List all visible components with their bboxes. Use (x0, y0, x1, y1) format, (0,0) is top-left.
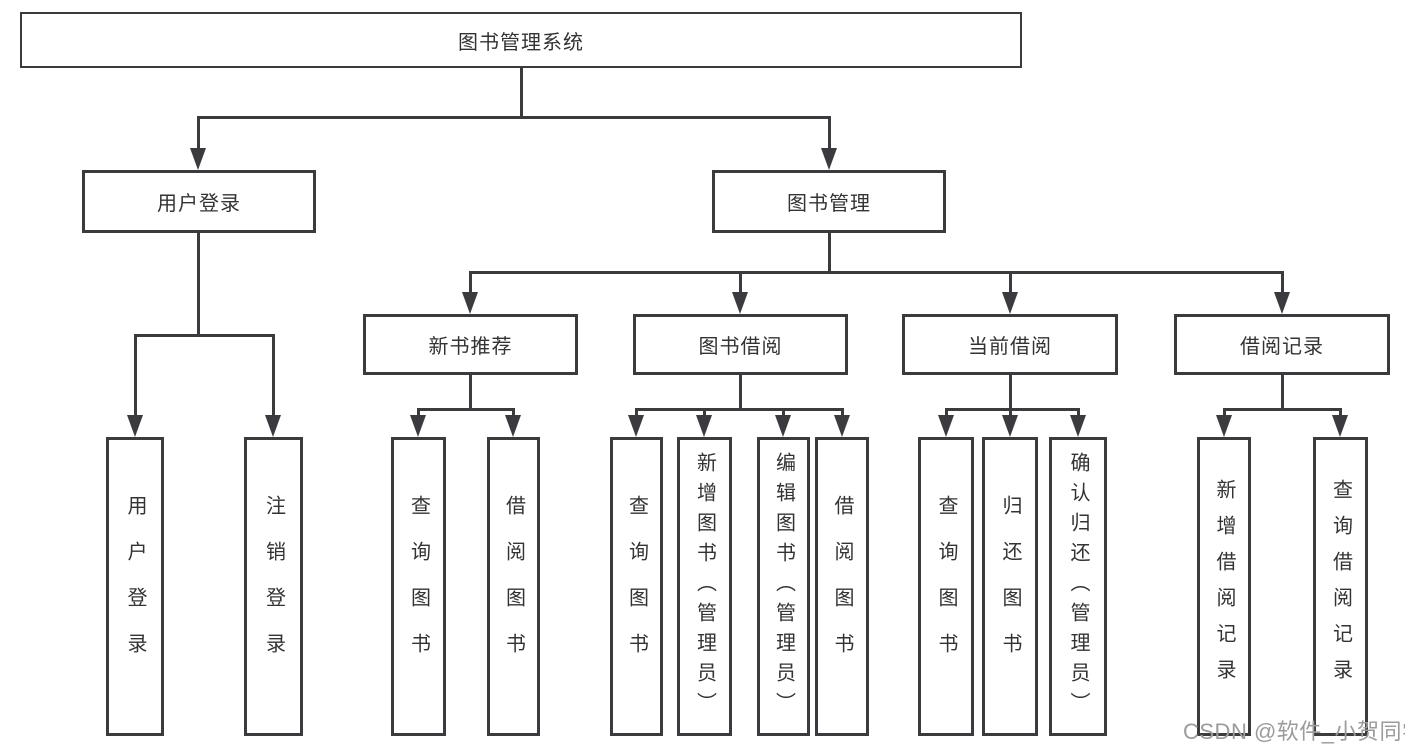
node-new-book: 新书推荐 (363, 314, 578, 375)
leaf-current-confirm-return-admin: 确认归还（管理员） (1049, 437, 1107, 736)
edge-to-user-login-1 (134, 334, 137, 422)
arrowhead-user-login-1 (127, 415, 143, 437)
node-label: 借阅图书 (831, 494, 853, 679)
edge-borrow-record-stem (1281, 375, 1284, 411)
edge-book-borrow-crossbar (635, 408, 844, 411)
csdn-watermark: CSDN @软件_小贺同学 (1183, 719, 1405, 744)
arrowhead-book-borrow (732, 292, 748, 314)
node-label: 编辑图书（管理员） (772, 451, 795, 722)
node-book-mgmt: 图书管理 (712, 170, 946, 233)
node-label: 查询图书 (407, 494, 430, 679)
edge-new-book-stem (469, 375, 472, 411)
edge-user-login-stem (197, 233, 200, 337)
edge-to-book-borrow (739, 271, 742, 297)
arrowhead-book-borrow-2 (696, 415, 712, 437)
edge-user-login-crossbar (134, 334, 275, 337)
edge-new-book-crossbar (417, 408, 515, 411)
node-user-login: 用户登录 (82, 170, 316, 233)
leaf-logout: 注销登录 (244, 437, 303, 736)
edge-to-user-login (197, 116, 200, 154)
node-current-borrow: 当前借阅 (902, 314, 1118, 375)
arrowhead-book-mgmt (821, 148, 837, 170)
node-label: 图书管理系统 (458, 31, 584, 54)
node-label: 查询图书 (935, 494, 957, 679)
node-label: 注销登录 (262, 494, 285, 679)
node-book-borrow: 图书借阅 (633, 314, 848, 375)
edge-current-borrow-crossbar (945, 408, 1080, 411)
node-label: 归还图书 (999, 494, 1021, 679)
edge-book-borrow-stem (739, 375, 742, 411)
arrowhead-new-book (462, 292, 478, 314)
node-label: 用户登录 (124, 494, 146, 679)
node-label: 确认归还（管理员） (1067, 451, 1089, 722)
node-label: 用户登录 (157, 193, 241, 215)
edge-to-user-login-2 (272, 334, 275, 422)
edge-book-mgmt-crossbar (469, 271, 1283, 274)
leaf-record-query-borrow-record: 查询借阅记录 (1313, 437, 1368, 736)
arrowhead-current-borrow-2 (1002, 415, 1018, 437)
node-label: 图书管理 (787, 193, 871, 215)
edge-root-crossbar (197, 116, 831, 119)
node-label: 图书借阅 (698, 336, 783, 358)
edge-current-borrow-stem (1009, 375, 1012, 411)
arrowhead-new-book-1 (410, 415, 426, 437)
node-label: 查询借阅记录 (1329, 478, 1352, 695)
arrowhead-borrow-record-1 (1216, 415, 1232, 437)
edge-to-current-borrow (1009, 271, 1012, 297)
arrowhead-borrow-record-2 (1332, 415, 1348, 437)
leaf-borrow-edit-books-admin: 编辑图书（管理员） (757, 437, 810, 736)
leaf-borrow-borrow-books: 借阅图书 (815, 437, 869, 736)
node-label: 新增借阅记录 (1213, 478, 1235, 695)
leaf-borrow-query-books: 查询图书 (610, 437, 663, 736)
edge-to-book-mgmt (828, 116, 831, 154)
leaf-borrow-add-books-admin: 新增图书（管理员） (677, 437, 732, 736)
edge-borrow-record-crossbar (1223, 408, 1342, 411)
node-label: 借阅图书 (502, 494, 525, 679)
node-label: 新书推荐 (428, 336, 513, 358)
arrowhead-book-borrow-4 (834, 415, 850, 437)
arrowhead-current-borrow-1 (938, 415, 954, 437)
node-label: 查询图书 (625, 494, 648, 679)
leaf-newbook-query-books: 查询图书 (391, 437, 446, 736)
leaf-newbook-borrow-books: 借阅图书 (487, 437, 540, 736)
node-root-library-system: 图书管理系统 (20, 12, 1022, 68)
leaf-current-query-books: 查询图书 (918, 437, 974, 736)
edge-to-new-book (469, 271, 472, 297)
node-label: 借阅记录 (1240, 336, 1324, 358)
node-label: 新增图书（管理员） (693, 451, 716, 722)
arrowhead-user-login (190, 148, 206, 170)
node-label: 当前借阅 (968, 336, 1052, 358)
edge-to-borrow-record (1281, 271, 1284, 297)
arrowhead-new-book-2 (505, 415, 521, 437)
leaf-record-add-borrow-record: 新增借阅记录 (1197, 437, 1251, 736)
node-borrow-record: 借阅记录 (1174, 314, 1390, 375)
arrowhead-book-borrow-3 (775, 415, 791, 437)
edge-book-mgmt-stem (828, 233, 831, 274)
leaf-current-return-books: 归还图书 (982, 437, 1038, 736)
arrowhead-current-borrow (1002, 292, 1018, 314)
arrowhead-book-borrow-1 (628, 415, 644, 437)
arrowhead-borrow-record (1274, 292, 1290, 314)
leaf-user-login: 用户登录 (106, 437, 164, 736)
arrowhead-current-borrow-3 (1070, 415, 1086, 437)
edge-root-stem (520, 66, 523, 119)
arrowhead-user-login-2 (265, 415, 281, 437)
